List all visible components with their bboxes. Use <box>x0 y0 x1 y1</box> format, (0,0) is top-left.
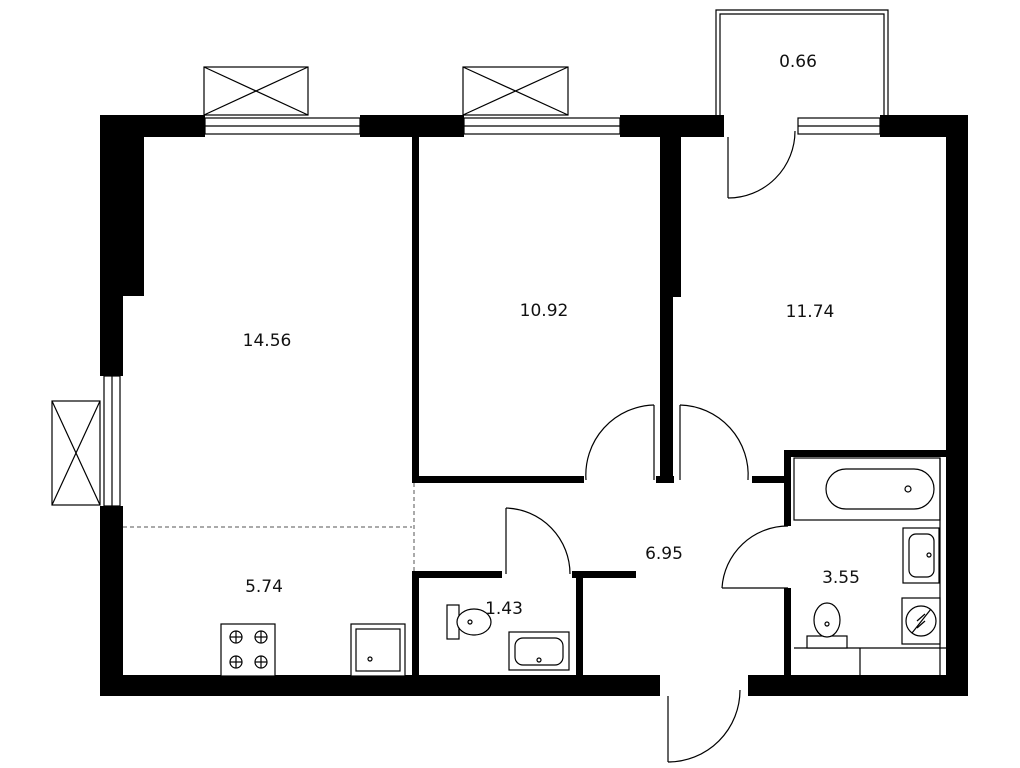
wall-partition-2b <box>667 297 673 483</box>
wall-bottom-right <box>748 675 968 696</box>
wall-wc-left <box>412 571 419 675</box>
balcony <box>715 9 889 115</box>
wall-left-upper-thick <box>100 115 144 296</box>
area-kitchen: 5.74 <box>245 577 283 597</box>
bathroom-sink-icon <box>902 527 940 584</box>
area-hallway: 6.95 <box>645 544 683 564</box>
wall-bedroom-right-bottom-a <box>656 476 674 483</box>
wall-bath-left <box>784 450 791 526</box>
wall-partition-1 <box>412 137 419 483</box>
wall-top-mid-right <box>620 115 724 137</box>
room-labels: 14.56 10.92 11.74 5.74 6.95 1.43 3.55 0.… <box>243 52 860 619</box>
area-balcony: 0.66 <box>779 52 817 72</box>
kitchen-zone <box>123 483 415 571</box>
area-bathroom: 3.55 <box>822 568 860 588</box>
wc-sink-icon <box>508 631 570 671</box>
wall-partition-2 <box>660 137 667 483</box>
bathroom-toilet-icon <box>806 602 848 649</box>
wall-bottom-left <box>100 675 660 696</box>
area-bedroom-middle: 10.92 <box>520 301 569 321</box>
wall-partition-2-thick <box>666 137 681 297</box>
wall-bath-left-lower <box>784 588 791 678</box>
wall-top-mid-left <box>360 115 464 137</box>
wall-bedroom-right-bottom-b <box>752 476 788 483</box>
toilet-icon <box>446 604 492 640</box>
kitchen-sink-icon <box>350 623 406 677</box>
area-living: 14.56 <box>243 331 292 351</box>
wall-bath-top <box>784 450 946 457</box>
walls <box>100 115 968 696</box>
wall-left-upper <box>100 296 123 376</box>
wall-wc-top-right <box>572 571 636 578</box>
fixtures <box>220 457 946 677</box>
wall-right <box>946 115 968 696</box>
wall-wc-right <box>576 571 583 675</box>
wall-left-lower <box>100 506 123 696</box>
doors <box>505 130 796 763</box>
wall-wc-top-left <box>412 571 502 578</box>
area-bedroom-right: 11.74 <box>786 302 835 322</box>
stove-icon <box>220 623 276 677</box>
windows <box>51 66 881 507</box>
wall-bedroom-middle-bottom <box>412 476 584 483</box>
washing-machine-icon <box>901 597 941 645</box>
bathtub-icon <box>793 457 941 521</box>
area-wc: 1.43 <box>485 599 523 619</box>
